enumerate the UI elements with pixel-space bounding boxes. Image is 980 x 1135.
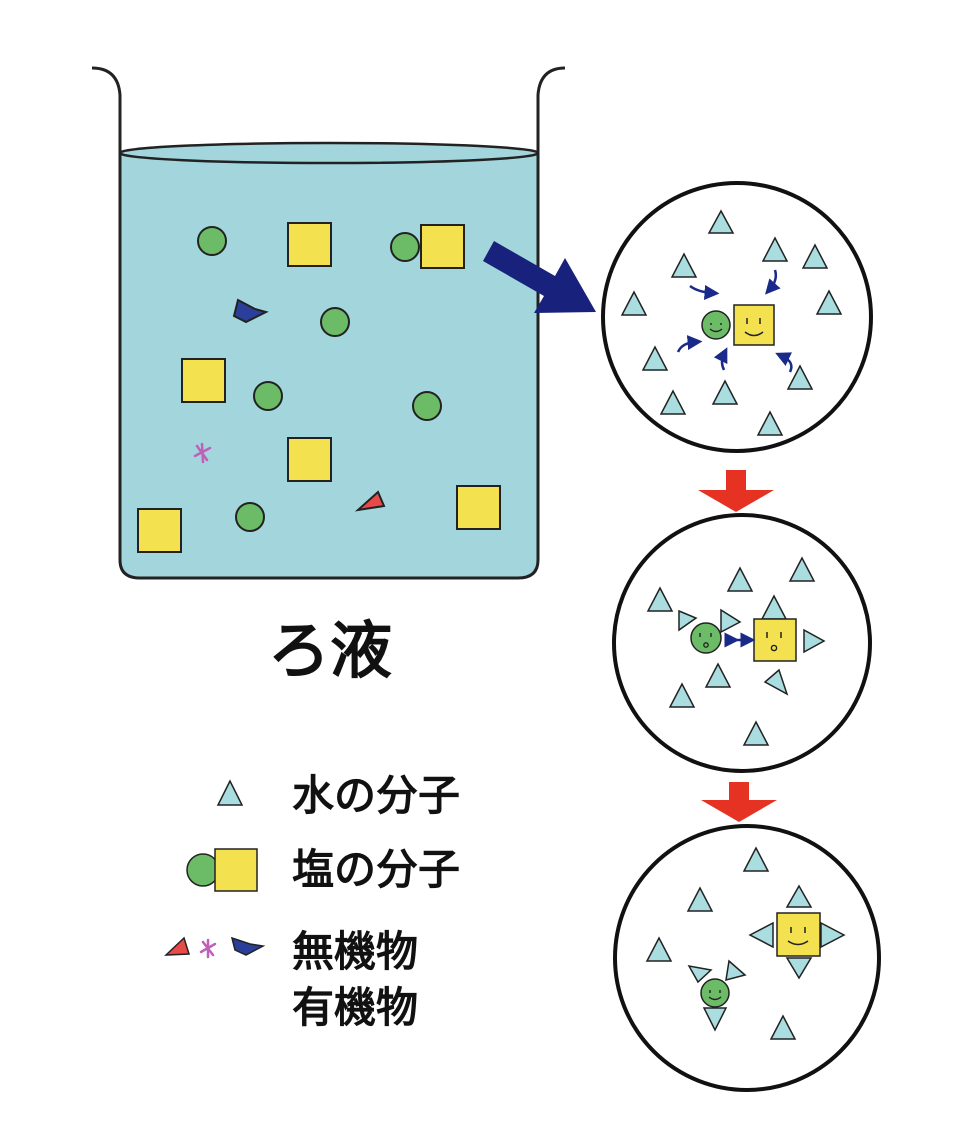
salt-circle [412,391,442,421]
beaker-label: ろ液 [268,614,392,687]
down-arrow-icon [698,470,774,512]
zoom-circle-2 [612,513,872,773]
salt-circle [320,307,350,337]
legend-water-label: 水の分子 [292,771,460,820]
impurity-pink [193,442,212,464]
salt-circle [700,978,730,1008]
legend-inorganic-label: 無機物 [292,927,418,976]
salt-square [776,912,821,957]
zoom-circle-3 [613,824,881,1092]
salt-circle [690,622,722,654]
zoom-circle-1 [601,181,873,453]
salt-square [137,508,182,553]
legend-organic-label: 有機物 [292,983,418,1032]
water-molecules [645,846,846,1040]
salt-molecule-icon [186,848,258,892]
big-arrow-icon [483,241,596,313]
water-molecules [620,209,843,436]
salt-square [287,222,332,267]
impurity-icon [164,936,266,959]
beaker-wall-right [536,66,566,153]
water-molecule-icon [216,779,244,806]
salt-square [733,304,775,346]
impurity-blue [232,298,269,324]
salt-circle [253,381,283,411]
salt-circle [701,310,731,340]
down-arrow-icon [701,782,777,822]
salt-square [181,358,226,403]
salt-circle [390,232,420,262]
salt-square [753,618,797,662]
salt-square [287,437,332,482]
legend: 水の分子 塩の分子 無機物 有機物 [164,771,460,1032]
salt-circle [197,226,227,256]
salt-square [420,224,465,269]
beaker-contents [137,222,501,553]
impurity-red [354,490,386,512]
legend-salt-label: 塩の分子 [292,845,460,894]
attraction-arrows [676,269,793,373]
beaker-wall-left [91,66,122,153]
salt-circle [235,502,265,532]
liquid-surface [118,141,540,165]
salt-square [456,485,501,530]
water-molecules [646,556,826,746]
